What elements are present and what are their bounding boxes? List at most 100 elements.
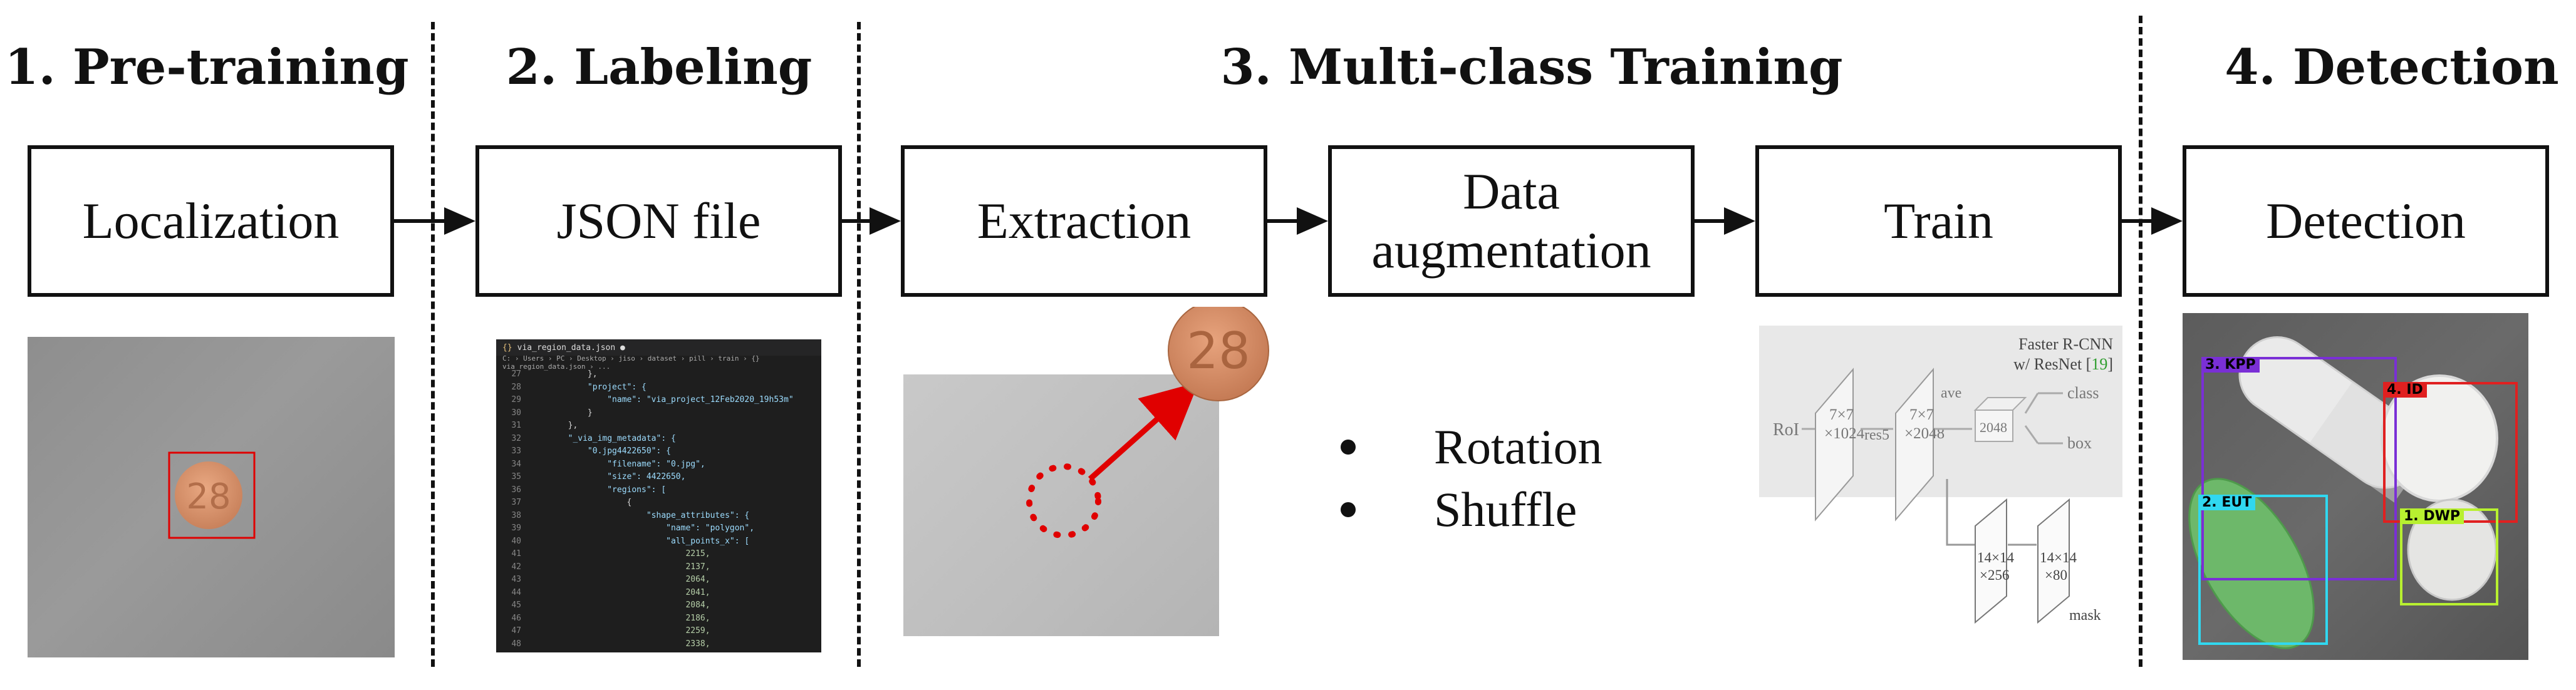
box-localization: Localization	[28, 145, 394, 297]
feature-vector-size: 2048	[1980, 420, 2007, 435]
network-svg: Faster R-CNN w/ ResNet [19] RoI 7×7 ×102…	[1759, 326, 2122, 629]
box-extraction-label: Extraction	[977, 192, 1192, 249]
detection-box: 1. DWP	[2400, 508, 2498, 605]
feature-map-1-depth: ×1024	[1824, 425, 1865, 442]
feature-map-2-depth: ×2048	[1904, 425, 1945, 442]
line-number: 48	[511, 639, 521, 649]
line-number: 43	[511, 575, 521, 584]
stage-title-labeling: 2. Labeling	[506, 39, 813, 96]
code-text: 2338,	[529, 639, 710, 649]
line-number: 40	[511, 536, 521, 546]
stage-title-multiclass-training: 3. Multi-class Training	[1220, 39, 1843, 96]
code-text: "_via_img_metadata": {	[529, 433, 676, 443]
code-line: 38 "shape_attributes": {	[496, 511, 821, 524]
feature-map-2-size: 7×7	[1909, 406, 1934, 423]
code-text: "size": 4422650,	[529, 472, 686, 481]
bullet-icon	[1341, 502, 1356, 517]
line-number: 45	[511, 600, 521, 610]
code-line: 34 "filename": "0.jpg",	[496, 460, 821, 473]
code-text: 2064,	[529, 575, 710, 584]
code-text: "all_points_x": [	[529, 536, 750, 546]
box-localization-label: Localization	[82, 192, 340, 249]
stage-divider-1	[431, 22, 435, 667]
feature-map-2	[1895, 368, 1934, 522]
extracted-pill	[1168, 307, 1269, 401]
line-number: 33	[511, 446, 521, 456]
code-line: 36 "regions": [	[496, 485, 821, 498]
augmentation-list: Rotation Shuffle	[1341, 416, 1602, 541]
extraction-graphic: 28	[1026, 307, 1269, 538]
editor-tab: {}via_region_data.json ●	[496, 339, 821, 356]
detection-label: 2. EUT	[2198, 495, 2256, 510]
line-number: 42	[511, 562, 521, 572]
code-text: },	[529, 369, 598, 379]
pill-imprint: 28	[186, 476, 231, 517]
line-number: 47	[511, 626, 521, 636]
network-ave: ave	[1941, 385, 1961, 401]
stage-divider-3	[2139, 16, 2142, 667]
code-text: "shape_attributes": {	[529, 510, 750, 520]
detection-label: 4. ID	[2383, 382, 2427, 398]
svg-text:w/ ResNet [19]: w/ ResNet [19]	[2013, 355, 2113, 373]
line-number: 28	[511, 382, 521, 392]
line-number: 36	[511, 485, 521, 495]
code-text: }	[529, 408, 593, 418]
line-number: 30	[511, 408, 521, 418]
code-line: 30 }	[496, 408, 821, 421]
code-text: 2259,	[529, 626, 710, 636]
code-line: 40 "all_points_x": [	[496, 537, 821, 550]
output-class: class	[2067, 384, 2099, 402]
editor-code: 27 },28 "project": {29 "name": "via_proj…	[496, 369, 821, 652]
augmentation-item: Rotation	[1341, 416, 1602, 478]
code-line: 46 2186,	[496, 614, 821, 627]
mask-feature-1	[1975, 498, 2007, 624]
box-detection: Detection	[2183, 145, 2549, 297]
augmentation-item-label: Shuffle	[1434, 482, 1577, 537]
augmentation-item-label: Rotation	[1434, 420, 1602, 474]
network-title-3: ]	[2107, 355, 2113, 373]
code-line: 28 "project": {	[496, 383, 821, 396]
code-text: "0.jpg4422650": {	[529, 446, 671, 456]
stage-title-pretraining: 1. Pre-training	[4, 39, 409, 96]
mask-output-label: mask	[2069, 607, 2101, 624]
box-data-augmentation: Data augmentation	[1328, 145, 1695, 297]
pill-tablet	[175, 461, 242, 529]
mask-feature-1-depth: ×256	[1980, 567, 2009, 583]
feature-map-1-size: 7×7	[1829, 406, 1854, 423]
code-line: 48 2338,	[496, 639, 821, 652]
code-text: 2215,	[529, 549, 710, 559]
box-train: Train	[1755, 145, 2122, 297]
code-line: 37 {	[496, 498, 821, 511]
code-line: 41 2215,	[496, 549, 821, 562]
editor-tab-label: via_region_data.json ●	[517, 342, 625, 353]
code-line: 47 2259,	[496, 626, 821, 639]
box-train-label: Train	[1884, 192, 1993, 249]
code-text: 2186,	[529, 613, 710, 623]
line-number: 37	[511, 498, 521, 507]
line-number: 34	[511, 459, 521, 469]
code-text: },	[529, 421, 578, 430]
code-text: "name": "via_project_12Feb2020_19h53m"	[529, 395, 794, 404]
code-line: 32 "_via_img_metadata": {	[496, 434, 821, 447]
code-text: "regions": [	[529, 485, 667, 495]
mask-feature-2-size: 14×14	[2040, 550, 2077, 565]
code-text: "project": {	[529, 382, 647, 392]
detection-label: 1. DWP	[2400, 508, 2464, 524]
line-number: 27	[511, 369, 521, 379]
network-ref: 19	[2091, 355, 2107, 373]
mask-feature-2	[2037, 498, 2070, 624]
stage-title-detection: 4. Detection	[2225, 39, 2559, 96]
line-number: 29	[511, 395, 521, 404]
json-editor: {}via_region_data.json ● C: › Users › PC…	[496, 339, 821, 652]
line-number: 39	[511, 523, 521, 533]
code-line: 33 "0.jpg4422650": {	[496, 446, 821, 460]
line-number: 35	[511, 472, 521, 481]
line-number: 41	[511, 549, 521, 559]
editor-breadcrumb: C: › Users › PC › Desktop › jiso › datas…	[502, 354, 760, 371]
extracted-pill-imprint: 28	[1187, 322, 1250, 380]
pretraining-photo: 28	[28, 337, 395, 657]
extraction-region-marker	[1026, 463, 1101, 538]
svg-text:Faster R-CNN: Faster R-CNN	[2018, 335, 2113, 353]
network-diagram: Faster R-CNN w/ ResNet [19] RoI 7×7 ×102…	[1759, 326, 2122, 629]
